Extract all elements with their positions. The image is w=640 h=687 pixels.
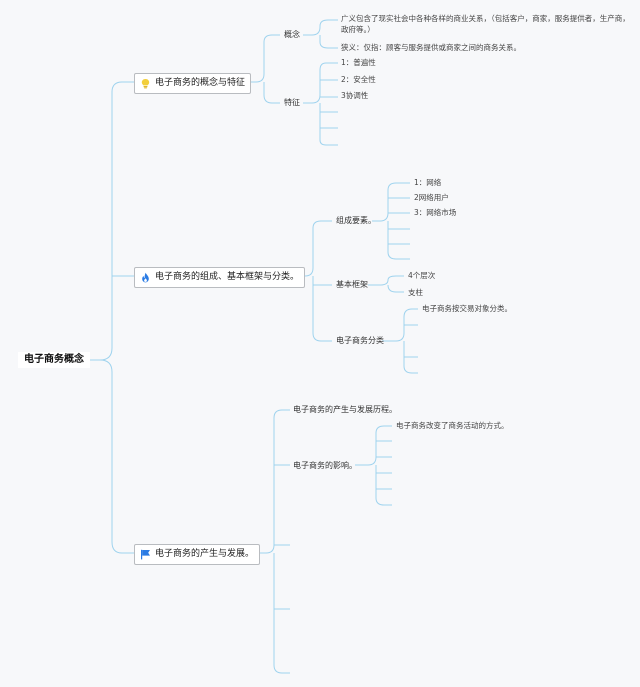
leaf-network[interactable]: 1：网络	[414, 178, 442, 187]
branch-label: 电子商务的组成、基本框架与分类。	[155, 272, 300, 283]
flame-icon	[140, 272, 151, 283]
leaf-four-layers[interactable]: 4个层次	[408, 271, 436, 280]
leaf-network-market[interactable]: 3：网络市场	[414, 208, 457, 217]
root-label: 电子商务概念	[24, 354, 84, 365]
branch-origin-development[interactable]: 电子商务的产生与发展。	[134, 544, 261, 565]
lightbulb-icon	[140, 78, 151, 89]
leaf-narrow-definition[interactable]: 狭义：仅指：顾客与服务提供或商家之间的商务关系。	[341, 43, 521, 52]
node-history[interactable]: 电子商务的产生与发展历程。	[293, 405, 397, 414]
leaf-classify-by-counterparty[interactable]: 电子商务按交易对象分类。	[422, 304, 512, 313]
leaf-coordination[interactable]: 3协调性	[341, 91, 369, 100]
leaf-security[interactable]: 2：安全性	[341, 75, 376, 84]
leaf-changed-business-methods[interactable]: 电子商务改变了商务活动的方式。	[396, 421, 509, 430]
flag-icon	[140, 549, 151, 560]
node-impact[interactable]: 电子商务的影响。	[293, 461, 357, 470]
branch-label: 电子商务的产生与发展。	[155, 549, 255, 560]
branch-label: 电子商务的概念与特征	[155, 78, 246, 89]
branch-composition-framework[interactable]: 电子商务的组成、基本框架与分类。	[134, 267, 306, 288]
branch-concept-features[interactable]: 电子商务的概念与特征	[134, 73, 252, 94]
node-basic-framework[interactable]: 基本框架	[336, 280, 368, 289]
leaf-network-users[interactable]: 2网络用户	[414, 193, 449, 202]
leaf-pillars[interactable]: 支柱	[408, 288, 423, 297]
leaf-broad-definition[interactable]: 广义包含了现实社会中各种各样的商业关系，（包括客户，商家，服务提供者，生产商，政…	[341, 14, 630, 34]
node-concept[interactable]: 概念	[284, 30, 300, 39]
leaf-universality[interactable]: 1：普遍性	[341, 58, 376, 67]
node-components[interactable]: 组成要素。	[336, 216, 376, 225]
root-node[interactable]: 电子商务概念	[18, 352, 90, 368]
node-features[interactable]: 特征	[284, 98, 300, 107]
node-classification[interactable]: 电子商务分类	[336, 336, 384, 345]
